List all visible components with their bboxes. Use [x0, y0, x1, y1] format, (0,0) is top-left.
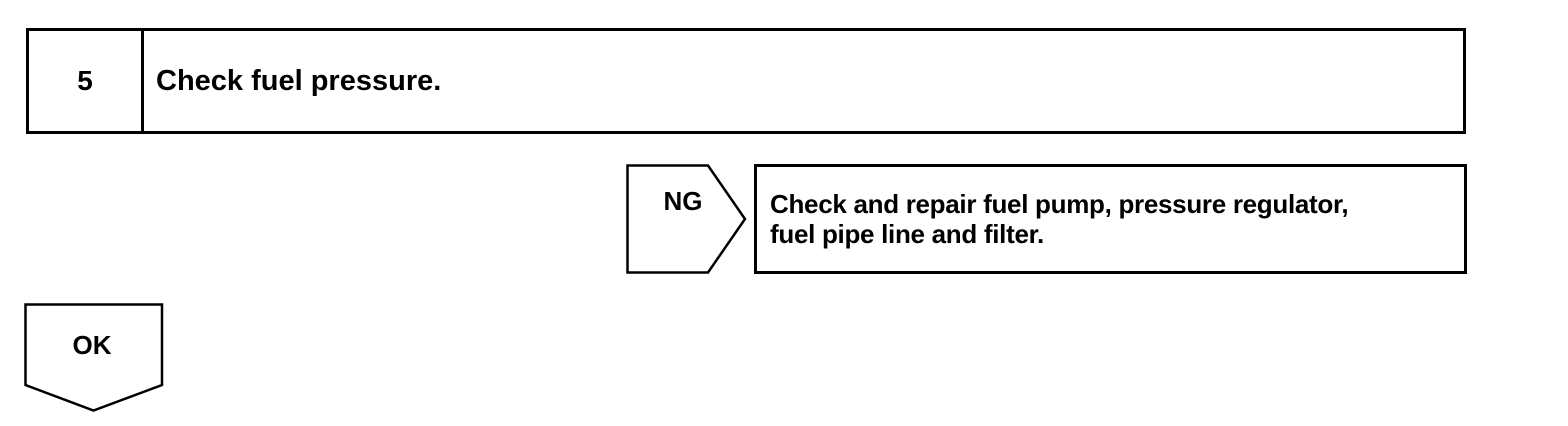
- ok-arrow-shape: [24, 303, 164, 412]
- ng-arrow-shape: [626, 164, 747, 274]
- step-box: 5 Check fuel pressure.: [26, 28, 1466, 134]
- ng-label: NG: [663, 186, 703, 216]
- step-title: Check fuel pressure.: [156, 64, 442, 97]
- ok-arrow-outline: [24, 303, 164, 412]
- ng-action-box: Check and repair fuel pump, pressure reg…: [754, 164, 1467, 274]
- ok-label: OK: [72, 330, 112, 360]
- ng-action-line-2: fuel pipe line and filter.: [770, 219, 1044, 249]
- ng-action-line-1: Check and repair fuel pump, pressure reg…: [770, 189, 1349, 219]
- ng-arrow-outline: [626, 164, 747, 274]
- step-number: 5: [29, 31, 144, 131]
